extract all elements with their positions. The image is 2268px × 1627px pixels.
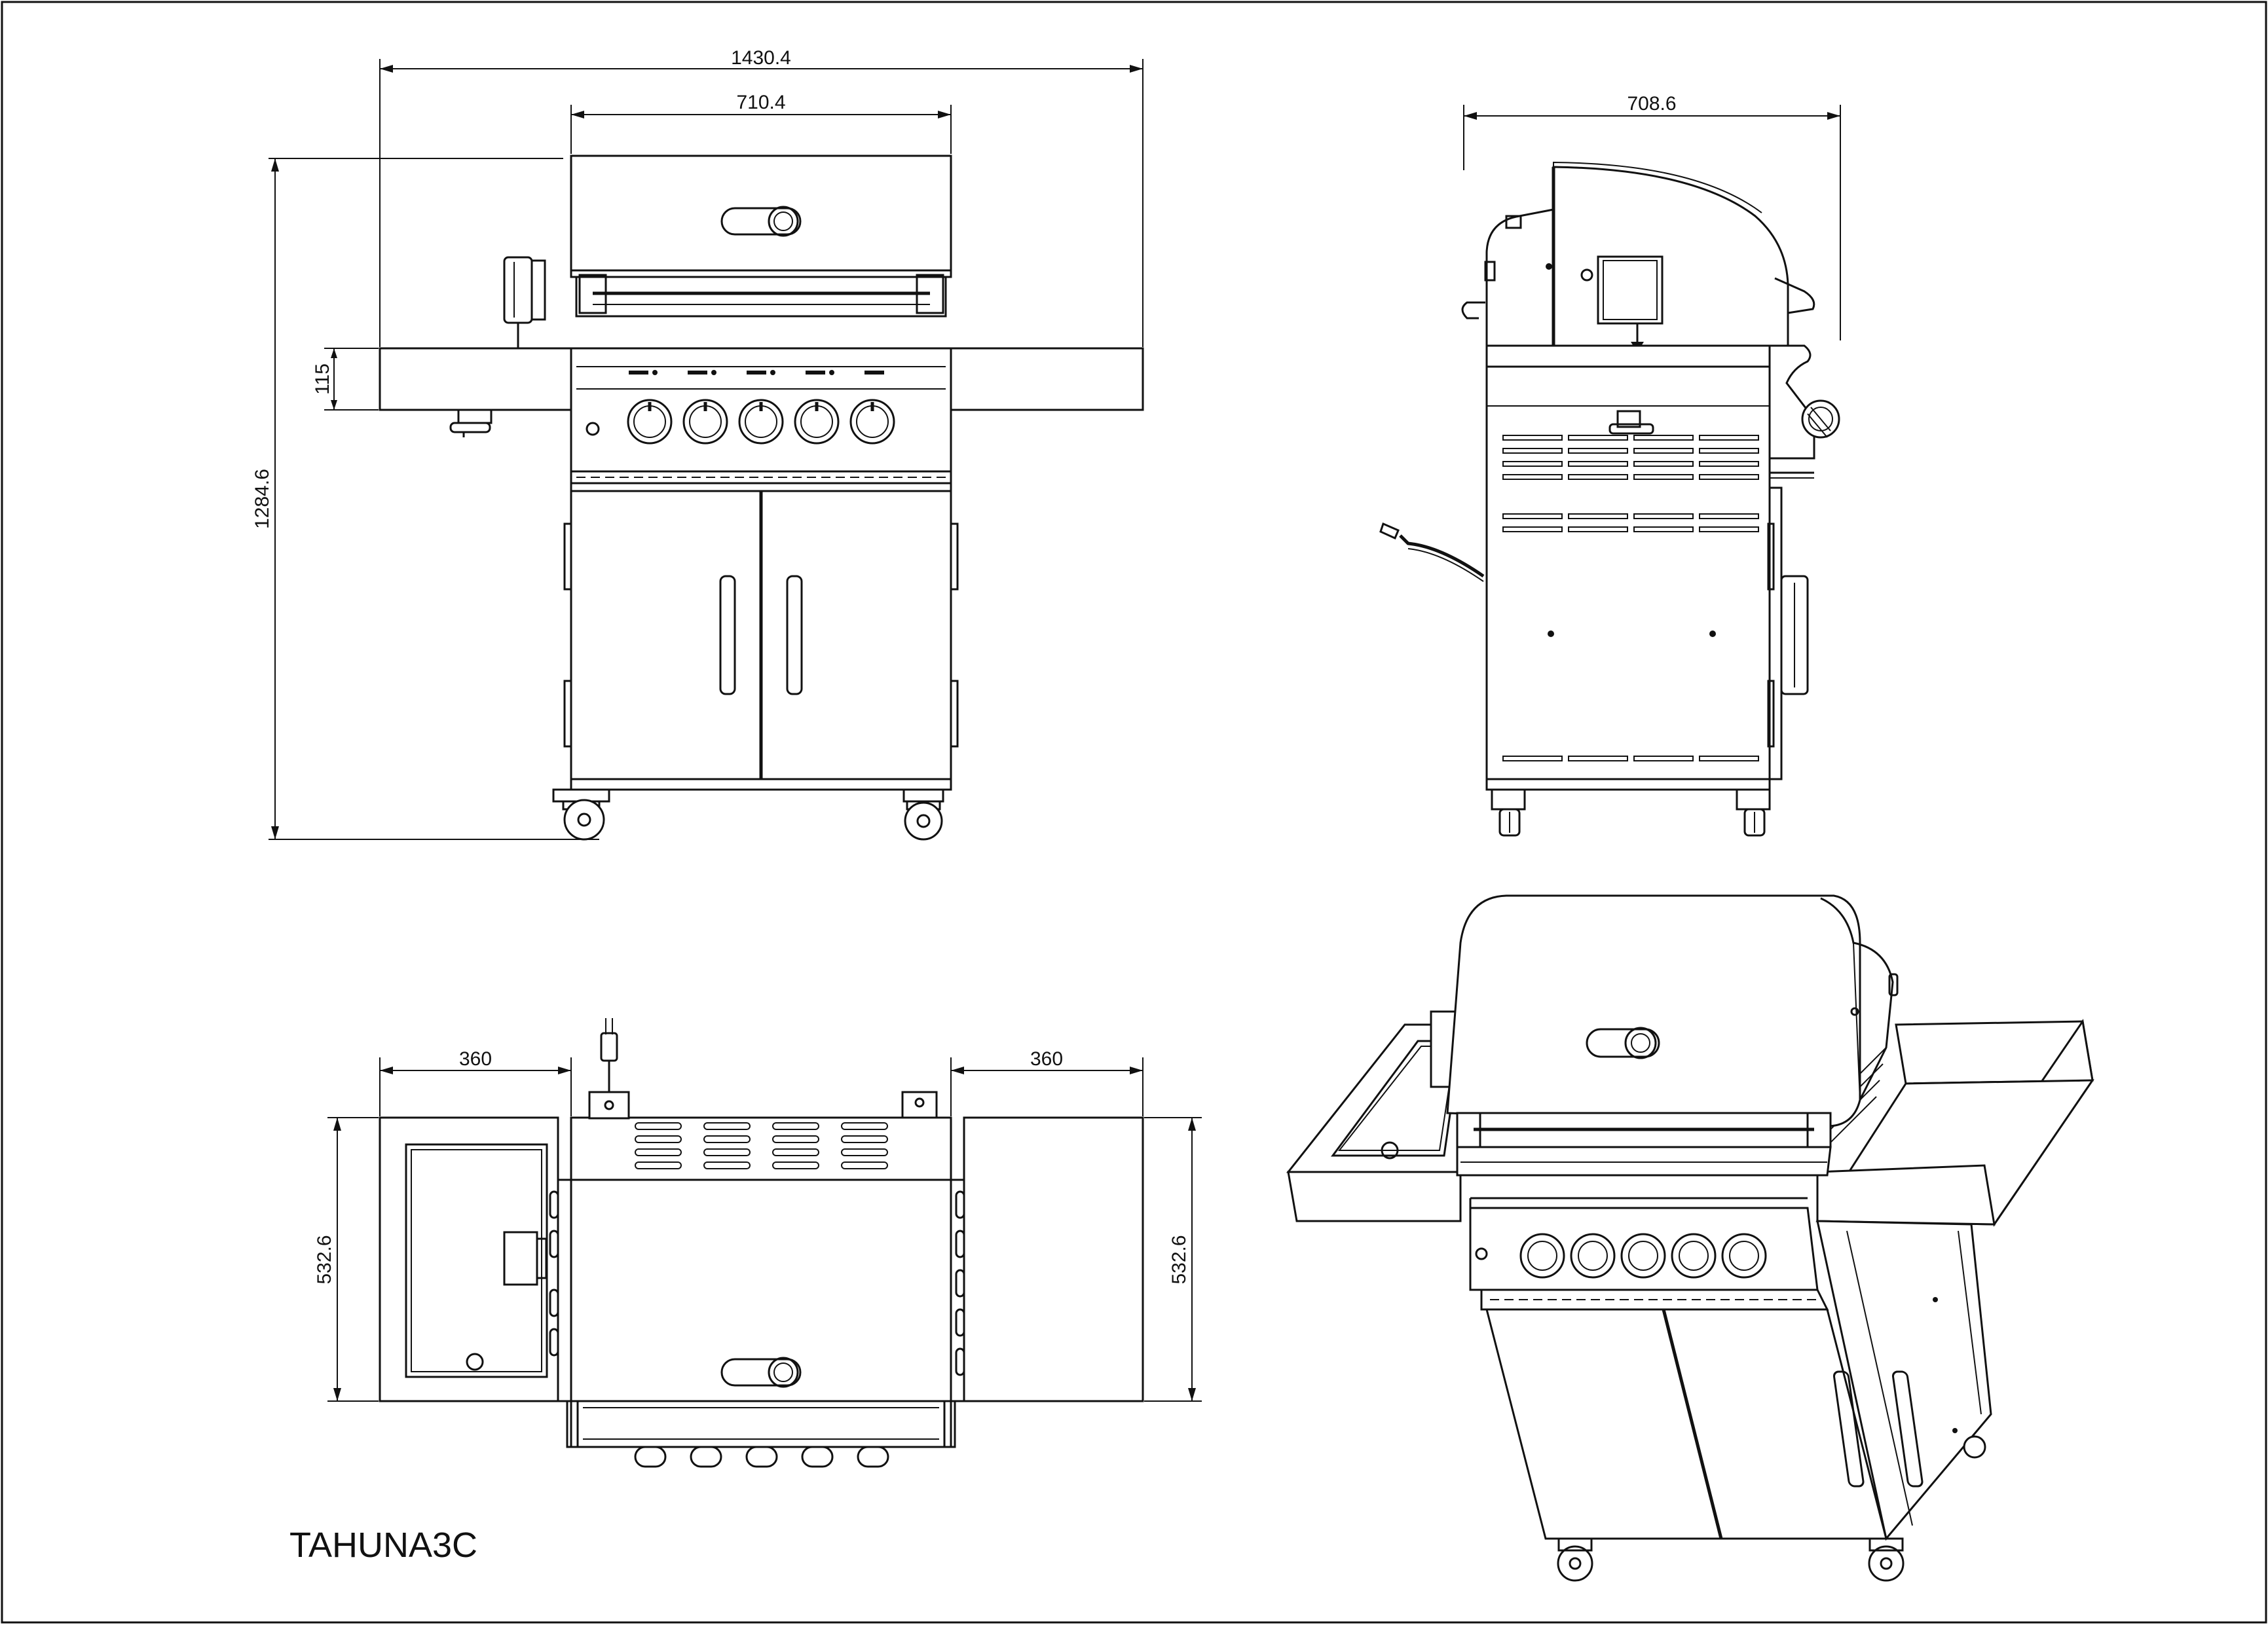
side-top-surface xyxy=(1485,344,1771,368)
isometric-view xyxy=(1286,894,2094,1582)
front-hinge xyxy=(563,522,572,591)
side-base xyxy=(1485,778,1771,791)
side-control-panel xyxy=(1768,344,1815,460)
dim-front-body-width-label: 710.4 xyxy=(736,92,785,113)
top-knobs xyxy=(634,1446,889,1468)
top-power-plug xyxy=(588,1018,630,1120)
side-burner-box xyxy=(1597,255,1664,347)
top-rear-bracket xyxy=(901,1091,938,1119)
side-hood-lid xyxy=(1552,166,1789,347)
front-door-handle-left xyxy=(719,575,736,695)
dim-overall-height: 1284.6 xyxy=(251,158,599,840)
front-knob-3 xyxy=(738,399,784,445)
top-rear-vent-slots xyxy=(635,1122,888,1169)
front-knob-2 xyxy=(682,399,728,445)
iso-left-shelf-front xyxy=(1287,1171,1462,1222)
dim-front-body-width: 710.4 xyxy=(570,92,952,154)
iso-hood xyxy=(1446,894,1861,1127)
side-hood-back xyxy=(1485,208,1555,347)
side-door-edge xyxy=(1768,486,1783,780)
top-hood xyxy=(570,1179,952,1402)
top-hood-thermometer xyxy=(720,1357,802,1388)
side-knob xyxy=(1801,399,1840,439)
front-knob-5 xyxy=(849,399,895,445)
front-gas-regulator xyxy=(449,409,493,437)
iso-lid-lip xyxy=(1456,1146,1832,1177)
iso-caster-back-right xyxy=(1963,1435,1986,1459)
front-hood-thermometer xyxy=(720,206,802,237)
dim-front-overall-width-label: 1430.4 xyxy=(731,47,791,69)
side-cabinet-panel xyxy=(1485,365,1771,780)
top-view: 360 360 532.6 532.6 xyxy=(314,1018,1202,1468)
dim-front-overall-width: 1430.4 xyxy=(379,47,1143,347)
front-side-burner-tower xyxy=(503,256,546,348)
side-gas-hose xyxy=(1399,534,1485,578)
side-view: 708.6 xyxy=(1379,93,1841,837)
dim-overall-height-label: 1284.6 xyxy=(251,469,273,529)
dim-top-right-depth: 532.6 xyxy=(1144,1117,1202,1402)
front-hinge xyxy=(950,680,959,748)
model-name-label: TAHUNA3C xyxy=(289,1526,477,1565)
iso-door-handle-left xyxy=(1832,1370,1865,1488)
front-control-panel xyxy=(570,347,952,477)
iso-right-cabinet-side xyxy=(1816,1220,1992,1541)
iso-cabinet-front xyxy=(1485,1308,1887,1540)
dim-side-depth: 708.6 xyxy=(1463,93,1841,340)
side-tool-hook xyxy=(1461,301,1485,320)
front-ignition-button xyxy=(586,422,600,436)
front-knob-1 xyxy=(627,399,673,445)
side-caster-right xyxy=(1736,788,1771,837)
top-side-burner-knob xyxy=(503,1231,538,1286)
dim-top-left-shelf-label: 360 xyxy=(459,1048,492,1070)
side-caster-left xyxy=(1491,788,1526,837)
dim-shelf-thickness-label: 115 xyxy=(312,363,333,395)
top-hood-hinge-clips xyxy=(549,1190,965,1376)
iso-knob-3 xyxy=(1620,1233,1666,1279)
iso-knobs xyxy=(1519,1233,1767,1279)
dim-top-right-shelf-label: 360 xyxy=(1030,1048,1063,1070)
dim-top-left-depth-label: 532.6 xyxy=(314,1235,335,1284)
front-door-handle-right xyxy=(786,575,803,695)
side-hood-handle xyxy=(1774,277,1815,314)
dim-side-depth-label: 708.6 xyxy=(1627,93,1676,115)
front-hood xyxy=(570,155,952,272)
dim-top-right-shelf: 360 xyxy=(950,1048,1143,1116)
iso-knob-2 xyxy=(1570,1233,1616,1279)
front-right-shelf xyxy=(950,347,1144,411)
front-knob-4 xyxy=(794,399,840,445)
iso-knob-4 xyxy=(1671,1233,1717,1279)
top-rear-vent-panel xyxy=(570,1116,952,1181)
dim-shelf-thickness: 115 xyxy=(312,348,379,411)
dim-top-left-shelf: 360 xyxy=(379,1048,572,1116)
front-hinge xyxy=(563,680,572,748)
front-caster-right xyxy=(902,788,944,841)
iso-hood-thermometer xyxy=(1586,1027,1660,1059)
side-vent-slots xyxy=(1502,435,1759,761)
dim-top-right-depth-label: 532.6 xyxy=(1168,1235,1190,1284)
front-knobs xyxy=(627,399,895,445)
iso-caster-front-right xyxy=(1868,1537,1905,1582)
front-left-shelf xyxy=(379,347,572,411)
iso-caster-front-left xyxy=(1557,1537,1593,1582)
side-hood-thermometer xyxy=(1580,268,1593,282)
side-door-handle xyxy=(1780,575,1809,695)
side-regulator xyxy=(1608,410,1654,435)
front-hood-handle xyxy=(570,269,952,318)
iso-knob-1 xyxy=(1519,1233,1565,1279)
dim-top-left-depth: 532.6 xyxy=(314,1117,379,1402)
iso-knob-5 xyxy=(1721,1233,1767,1279)
iso-door-handle-right xyxy=(1891,1370,1924,1488)
iso-hood-handle xyxy=(1456,1112,1832,1148)
front-view: 1430.4 710.4 1284.6 115 xyxy=(251,47,1144,841)
front-base xyxy=(570,778,952,791)
front-caster-left xyxy=(552,788,610,841)
top-right-shelf xyxy=(963,1116,1144,1402)
front-ignition-indicators xyxy=(629,370,884,375)
front-hinge xyxy=(950,522,959,591)
